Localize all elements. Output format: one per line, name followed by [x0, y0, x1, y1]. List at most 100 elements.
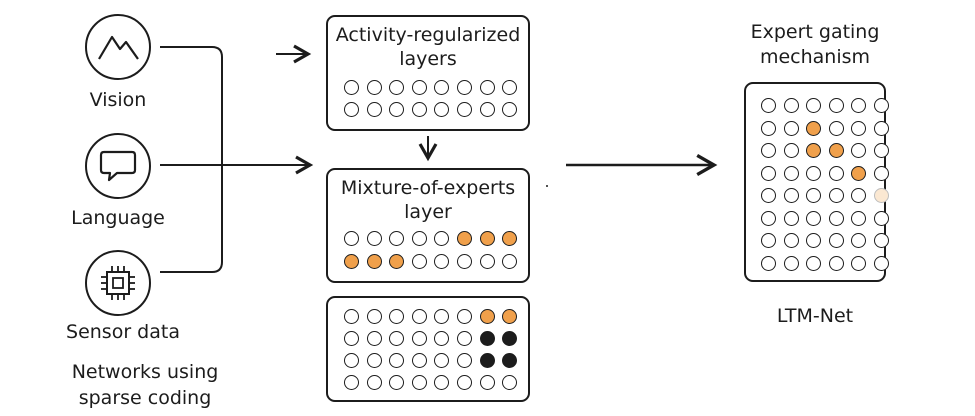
sparse-coding-caption-line2: sparse coding: [78, 387, 212, 409]
sparse-activation-panel: [326, 296, 530, 402]
active-neuron: [366, 254, 382, 269]
neuron: [411, 254, 427, 269]
neuron: [783, 233, 799, 248]
vision-label: Vision: [89, 89, 147, 111]
neuron: [806, 98, 821, 113]
neuron: [457, 102, 472, 117]
strong-neuron: [479, 331, 495, 346]
neuron: [828, 165, 844, 181]
chip-icon: [101, 266, 135, 300]
neuron: [366, 331, 382, 346]
neuron: [502, 254, 518, 269]
neuron: [457, 80, 472, 95]
neuron: [783, 120, 799, 136]
activity-title-line1: Activity-regularized: [335, 24, 521, 46]
neuron: [344, 102, 359, 117]
neuron: [828, 210, 844, 226]
neuron: [457, 254, 472, 269]
neuron: [479, 254, 495, 269]
neuron: [828, 255, 844, 271]
active-neuron: [389, 254, 405, 269]
mixture-of-experts-panel: Mixture-of-experts layer: [326, 168, 530, 283]
neuron: [479, 102, 495, 117]
neuron: [783, 255, 799, 271]
expert-gating-panel: [744, 82, 889, 282]
neuron: [434, 309, 450, 324]
neuron: [411, 309, 427, 324]
neuron: [761, 188, 776, 203]
neuron: [479, 375, 495, 390]
neuron: [761, 165, 776, 181]
strong-neuron: [502, 353, 518, 368]
neuron: [366, 309, 382, 324]
neuron: [761, 233, 776, 248]
active-neuron: [457, 231, 472, 246]
neuron: [366, 102, 382, 117]
neuron: [851, 210, 866, 226]
neuron: [828, 98, 844, 113]
neuron: [434, 80, 450, 95]
neuron: [761, 210, 776, 226]
neuron: [783, 165, 799, 181]
neuron: [344, 309, 359, 324]
neuron: [851, 255, 866, 271]
strong-neuron: [502, 331, 518, 346]
neuron: [411, 231, 427, 246]
neuron: [873, 120, 889, 136]
neuron: [389, 331, 405, 346]
neuron: [761, 143, 776, 158]
neuron: [344, 80, 359, 95]
neuron: [366, 375, 382, 390]
neuron: [434, 353, 450, 368]
neuron: [411, 353, 427, 368]
neuron: [411, 331, 427, 346]
neuron: [457, 309, 472, 324]
active-neuron: [344, 254, 359, 269]
neuron: [389, 102, 405, 117]
neuron: [783, 143, 799, 158]
neuron: [783, 98, 799, 113]
moe-title-line1: Mixture-of-experts: [340, 177, 516, 199]
neuron: [344, 375, 359, 390]
neuron: [828, 120, 844, 136]
activity-regularized-panel: Activity-regularized layers: [326, 15, 530, 131]
sensor-label: Sensor data: [66, 321, 180, 343]
neuron: [389, 309, 405, 324]
neuron: [873, 255, 889, 271]
neuron: [851, 98, 866, 113]
mountain-icon: [98, 35, 139, 60]
neuron: [434, 231, 450, 246]
active-neuron: [828, 143, 844, 158]
speech-bubble-icon: [99, 150, 137, 182]
neuron: [873, 233, 889, 248]
neuron: [806, 210, 821, 226]
neuron: [873, 210, 889, 226]
neuron: [806, 255, 821, 271]
neuron: [344, 331, 359, 346]
neuron: [761, 255, 776, 271]
sparse-coding-caption-line1: Networks using: [71, 361, 219, 383]
active-neuron: [806, 120, 821, 136]
neuron: [502, 80, 518, 95]
moe-title-line2: layer: [404, 201, 452, 223]
neuron: [873, 98, 889, 113]
neuron: [457, 353, 472, 368]
neuron: [366, 231, 382, 246]
gating-title-line1: Expert gating: [750, 21, 880, 43]
neuron: [502, 102, 518, 117]
neuron: [366, 80, 382, 95]
language-icon-circle: [85, 133, 151, 199]
neuron: [344, 353, 359, 368]
neuron: [761, 98, 776, 113]
active-neuron: [479, 231, 495, 246]
neuron: [457, 331, 472, 346]
neuron: [806, 188, 821, 203]
neuron: [434, 102, 450, 117]
neuron: [434, 331, 450, 346]
neuron: [479, 80, 495, 95]
neuron: [873, 165, 889, 181]
active-neuron: [806, 143, 821, 158]
neuron: [434, 375, 450, 390]
neuron: [434, 254, 450, 269]
